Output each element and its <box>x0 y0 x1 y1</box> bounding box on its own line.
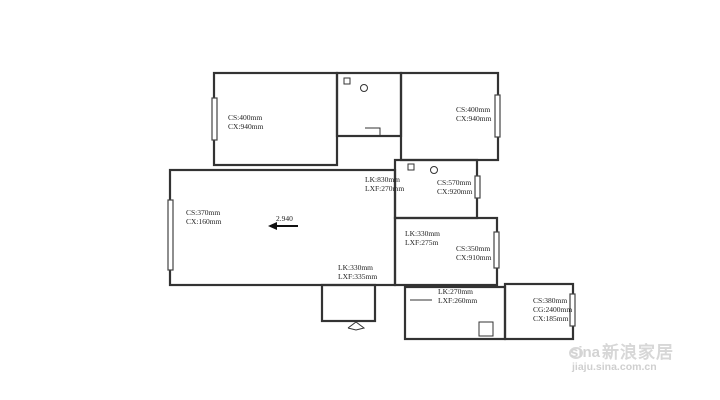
room-label-line: LXF:275m <box>405 238 439 247</box>
window-right-bedroom <box>494 94 501 138</box>
room-label-line: LK:330mm <box>338 263 373 272</box>
room-label-line: LK:270mm <box>438 287 473 296</box>
room-label-line: CX:920mm <box>437 187 473 196</box>
dimension-value: 2.940 <box>276 214 293 223</box>
room-labels: CS:400mm CX:940mm CS:400mm CX:940mm LK:8… <box>186 105 572 323</box>
room-label-line: CS:570mm <box>437 178 471 187</box>
room-label-line: LXF:335mm <box>338 272 377 281</box>
room-label-line: CX:940mm <box>456 114 492 123</box>
window-living-room <box>167 199 174 271</box>
sina-eye-icon <box>569 347 583 359</box>
room-label-line: CG:2400mm <box>533 305 572 314</box>
room-label-line: CS:350mm <box>456 244 490 253</box>
room-label-line: LK:330mm <box>405 229 440 238</box>
room-label-line: LK:830mm <box>365 175 400 184</box>
windows <box>167 94 576 327</box>
sina-logo-text: sina <box>570 344 601 361</box>
watermark-brand: 新浪家居 <box>602 343 674 363</box>
duct-bathroom <box>407 163 415 171</box>
window-middle-bedroom <box>493 231 500 269</box>
entry-marker <box>347 321 366 331</box>
room-label-line: CX:910mm <box>456 253 492 262</box>
watermark-url: jiaju.sina.com.cn <box>572 361 657 373</box>
window-left-bedroom <box>211 97 218 141</box>
duct-top <box>343 77 351 85</box>
room-label-line: CS:400mm <box>456 105 490 114</box>
dimension-marker: 2.940 <box>268 214 298 230</box>
drain-bathroom <box>430 166 438 174</box>
partition-top <box>365 127 381 136</box>
wall-entrance <box>320 283 377 323</box>
room-label-line: CX:940mm <box>228 122 264 131</box>
room-label-line: CS:400mm <box>228 113 262 122</box>
room-label-line: LXF:270mm <box>365 184 404 193</box>
wall-utility-top <box>335 71 403 138</box>
duct-kitchen <box>478 321 494 337</box>
room-label-line: CS:370mm <box>186 208 220 217</box>
window-bathroom <box>474 175 481 199</box>
drain-top <box>360 84 368 92</box>
room-label-line: CX:160mm <box>186 217 222 226</box>
window-balcony <box>569 293 576 327</box>
room-label-line: LXF:260mm <box>438 296 477 305</box>
dimension-arrowhead <box>268 222 277 230</box>
sina-logo: sina <box>569 344 601 361</box>
fixtures <box>343 77 494 337</box>
room-label-line: CX:185mm <box>533 314 569 323</box>
room-label-line: CS:380mm <box>533 296 567 305</box>
